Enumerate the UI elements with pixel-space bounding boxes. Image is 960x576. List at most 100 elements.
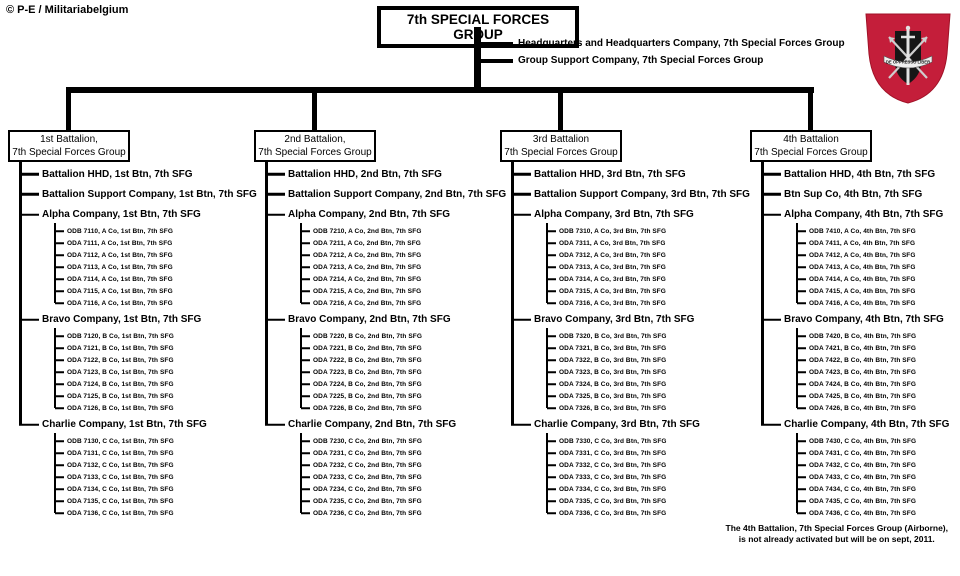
team-label: ODA 7115, A Co, 1st Btn, 7th SFG [54,285,252,297]
team-label: ODB 7420, B Co, 4th Btn, 7th SFG [796,330,960,342]
team-label: ODA 7431, C Co, 4th Btn, 7th SFG [796,447,960,459]
team-label: ODA 7436, C Co, 4th Btn, 7th SFG [796,507,960,519]
team-label: ODA 7324, B Co, 3rd Btn, 7th SFG [546,378,744,390]
team-label: ODA 7411, A Co, 4th Btn, 7th SFG [796,237,960,249]
team-label: ODA 7231, C Co, 2nd Btn, 7th SFG [300,447,498,459]
team-label: ODA 7434, C Co, 4th Btn, 7th SFG [796,483,960,495]
team-label: ODA 7321, B Co, 3rd Btn, 7th SFG [546,342,744,354]
team-label: ODA 7125, B Co, 1st Btn, 7th SFG [54,390,252,402]
team-label: ODA 7215, A Co, 2nd Btn, 7th SFG [300,285,498,297]
team-label: ODA 7116, A Co, 1st Btn, 7th SFG [54,297,252,309]
team-label: ODA 7425, B Co, 4th Btn, 7th SFG [796,390,960,402]
battalion-unit-label: Battalion HHD, 1st Btn, 7th SFG [42,164,252,184]
team-label: ODA 7422, B Co, 4th Btn, 7th SFG [796,354,960,366]
team-label: ODB 7320, B Co, 3rd Btn, 7th SFG [546,330,744,342]
battalion-box: 1st Battalion, 7th Special Forces Group [8,130,130,162]
company-label: Charlie Company, 1st Btn, 7th SFG [42,414,252,435]
battalion-spine-connector [265,162,268,425]
team-label: ODA 7416, A Co, 4th Btn, 7th SFG [796,297,960,309]
team-label: ODA 7111, A Co, 1st Btn, 7th SFG [54,237,252,249]
battalion-title-line2: 7th Special Forces Group [12,147,126,158]
team-label: ODA 7423, B Co, 4th Btn, 7th SFG [796,366,960,378]
team-label: ODA 7136, C Co, 1st Btn, 7th SFG [54,507,252,519]
dagger-icon [901,25,915,85]
team-label: ODA 7216, A Co, 2nd Btn, 7th SFG [300,297,498,309]
team-label: ODA 7235, C Co, 2nd Btn, 7th SFG [300,495,498,507]
team-label: ODA 7333, C Co, 3rd Btn, 7th SFG [546,471,744,483]
copyright-text: © P-E / Militariabelgium [6,4,129,16]
battalion-column: 4th Battalion 7th Special Forces Group B… [750,90,960,519]
team-label: ODB 7230, C Co, 2nd Btn, 7th SFG [300,435,498,447]
battalion-unit-label: Btn Sup Co, 4th Btn, 7th SFG [784,184,960,204]
motto-text: DE OPPRESSO LIBER [886,60,930,65]
battalion-unit-label: Battalion HHD, 3rd Btn, 7th SFG [534,164,744,184]
motto-ribbon [883,55,933,69]
team-label: ODA 7316, A Co, 3rd Btn, 7th SFG [546,297,744,309]
battalion-unit-label: Battalion HHD, 2nd Btn, 7th SFG [288,164,498,184]
team-label: ODA 7113, A Co, 1st Btn, 7th SFG [54,261,252,273]
team-label: ODA 7421, B Co, 4th Btn, 7th SFG [796,342,960,354]
team-label: ODA 7211, A Co, 2nd Btn, 7th SFG [300,237,498,249]
team-label: ODA 7335, C Co, 3rd Btn, 7th SFG [546,495,744,507]
team-label: ODA 7426, B Co, 4th Btn, 7th SFG [796,402,960,414]
team-label: ODA 7132, C Co, 1st Btn, 7th SFG [54,459,252,471]
trunk-connector [66,87,814,93]
team-label: ODA 7121, B Co, 1st Btn, 7th SFG [54,342,252,354]
company-label: Alpha Company, 1st Btn, 7th SFG [42,204,252,225]
company-label: Bravo Company, 1st Btn, 7th SFG [42,309,252,330]
battalion-unit-label: Battalion Support Company, 3rd Btn, 7th … [534,184,750,204]
team-label: ODA 7432, C Co, 4th Btn, 7th SFG [796,459,960,471]
gsc-connector [481,59,513,63]
company-label: Charlie Company, 4th Btn, 7th SFG [784,414,960,435]
battalion-unit-label: Battalion HHD, 4th Btn, 7th SFG [784,164,960,184]
footnote-line1: The 4th Battalion, 7th Special Forces Gr… [725,523,948,533]
team-label: ODA 7212, A Co, 2nd Btn, 7th SFG [300,249,498,261]
team-label: ODA 7236, C Co, 2nd Btn, 7th SFG [300,507,498,519]
battalion-drop-connector [312,90,317,132]
team-label: ODA 7312, A Co, 3rd Btn, 7th SFG [546,249,744,261]
team-label: ODA 7336, C Co, 3rd Btn, 7th SFG [546,507,744,519]
team-label: ODB 7220, B Co, 2nd Btn, 7th SFG [300,330,498,342]
team-label: ODA 7334, C Co, 3rd Btn, 7th SFG [546,483,744,495]
company-label: Alpha Company, 3rd Btn, 7th SFG [534,204,744,225]
team-label: ODA 7313, A Co, 3rd Btn, 7th SFG [546,261,744,273]
team-label: ODA 7332, C Co, 3rd Btn, 7th SFG [546,459,744,471]
team-label: ODA 7131, C Co, 1st Btn, 7th SFG [54,447,252,459]
team-label: ODB 7120, B Co, 1st Btn, 7th SFG [54,330,252,342]
team-label: ODA 7122, B Co, 1st Btn, 7th SFG [54,354,252,366]
team-label: ODA 7233, C Co, 2nd Btn, 7th SFG [300,471,498,483]
battalion-unit-label: Battalion Support Company, 2nd Btn, 7th … [288,184,506,204]
battalion-column: 2nd Battalion, 7th Special Forces Group … [254,90,506,519]
footnote-line2: is not already activated but will be on … [738,534,935,544]
team-label: ODA 7134, C Co, 1st Btn, 7th SFG [54,483,252,495]
company-label: Charlie Company, 3rd Btn, 7th SFG [534,414,744,435]
company-label: Bravo Company, 3rd Btn, 7th SFG [534,309,744,330]
team-label: ODA 7234, C Co, 2nd Btn, 7th SFG [300,483,498,495]
battalion-title-line1: 2nd Battalion, [284,134,346,145]
company-label: Bravo Company, 4th Btn, 7th SFG [784,309,960,330]
battalion-spine-connector [511,162,514,425]
team-label: ODA 7326, B Co, 3rd Btn, 7th SFG [546,402,744,414]
team-label: ODA 7124, B Co, 1st Btn, 7th SFG [54,378,252,390]
team-label: ODA 7226, B Co, 2nd Btn, 7th SFG [300,402,498,414]
team-label: ODA 7133, C Co, 1st Btn, 7th SFG [54,471,252,483]
team-label: ODA 7331, C Co, 3rd Btn, 7th SFG [546,447,744,459]
team-label: ODA 7435, C Co, 4th Btn, 7th SFG [796,495,960,507]
team-label: ODA 7135, C Co, 1st Btn, 7th SFG [54,495,252,507]
team-label: ODB 7330, C Co, 3rd Btn, 7th SFG [546,435,744,447]
team-label: ODA 7114, A Co, 1st Btn, 7th SFG [54,273,252,285]
battalion-drop-connector [66,90,71,132]
company-label: Bravo Company, 2nd Btn, 7th SFG [288,309,498,330]
team-label: ODA 7232, C Co, 2nd Btn, 7th SFG [300,459,498,471]
battalion-box: 4th Battalion 7th Special Forces Group [750,130,872,162]
